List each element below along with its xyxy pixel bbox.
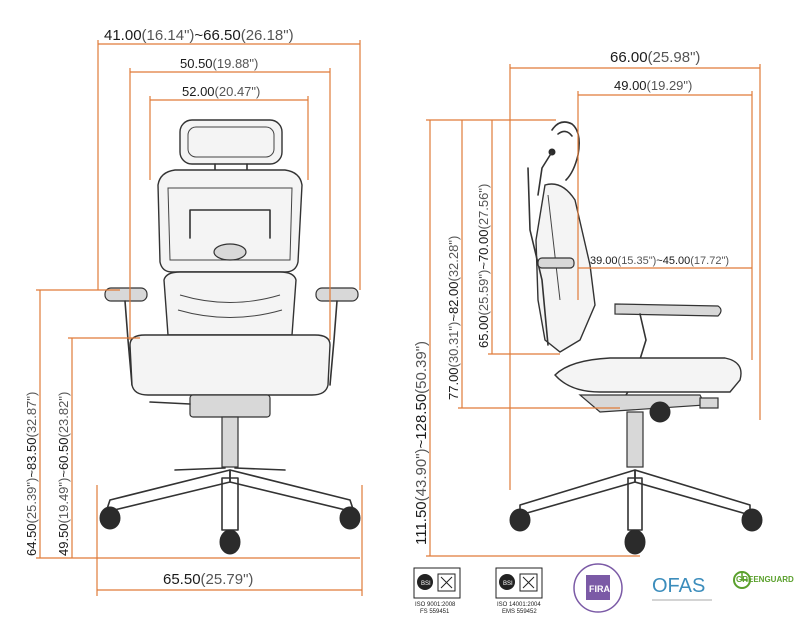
front-seat: [129, 334, 331, 396]
seat-width-label: 50.50(19.88"): [180, 56, 258, 71]
overall-height-label: 111.50(43.90")~128.50(50.39"): [413, 341, 430, 545]
back-height-b-label: 65.00(25.59")~70.00(27.56"): [476, 184, 491, 348]
side-seat: [554, 357, 742, 393]
armrest-height-label: 64.50(25.39")~83.50(32.87"): [24, 392, 39, 556]
svg-text:ISO 14001:2004: ISO 14001:2004: [497, 602, 541, 608]
ofas-icon: OFAS: [652, 575, 712, 601]
front-dimension-lines: [36, 40, 363, 596]
front-right-armrest: [315, 287, 359, 302]
front-gas-lift: [221, 416, 239, 468]
front-backrest: [157, 169, 303, 273]
back-width-label: 52.00(20.47"): [182, 84, 260, 99]
bsi-9001-icon: BSI ISO 9001:2008 FS 559451: [413, 567, 461, 615]
bsi-14001-icon: BSI ISO 14001:2004 EMS 559452: [495, 567, 543, 615]
front-lumbar: [163, 271, 297, 336]
fira-icon: FIRA: [573, 563, 623, 613]
overall-depth-label: 66.00(25.98"): [610, 49, 700, 66]
seat-height-label: 49.50(19.49")~60.50(23.82"): [56, 392, 71, 556]
side-dimension-lines: [426, 64, 761, 557]
svg-text:BSI: BSI: [421, 581, 431, 587]
seat-depth-label: 49.00(19.29"): [614, 78, 692, 93]
certification-logos: BSI ISO 9001:2008 FS 559451 BSI ISO 1400…: [413, 563, 794, 615]
overall-width-label: 41.00(16.14")~66.50(26.18"): [104, 27, 294, 44]
svg-text:OFAS: OFAS: [652, 575, 705, 597]
side-gas-lift: [626, 411, 644, 468]
svg-text:EMS 559452: EMS 559452: [502, 609, 537, 615]
svg-text:GREENGUARD: GREENGUARD: [736, 575, 794, 584]
svg-text:ISO 9001:2008: ISO 9001:2008: [415, 602, 456, 608]
front-chair-drawing: [99, 119, 361, 555]
front-headrest: [179, 119, 283, 165]
side-chair-drawing: [509, 121, 763, 555]
side-armrest: [614, 303, 722, 317]
side-headrest: [551, 121, 580, 181]
back-height-a-label: 77.00(30.31")~82.00(32.28"): [446, 236, 461, 400]
svg-text:BSI: BSI: [503, 581, 513, 587]
svg-text:FS 559451: FS 559451: [420, 609, 450, 615]
front-left-armrest: [104, 287, 148, 302]
base-width-label: 65.50(25.79"): [163, 571, 253, 588]
seat-depth-adjust-label: 39.00(15.35")~45.00(17.72"): [590, 255, 729, 267]
greenguard-icon: GREENGUARD: [733, 571, 794, 589]
svg-text:FIRA: FIRA: [589, 584, 610, 594]
